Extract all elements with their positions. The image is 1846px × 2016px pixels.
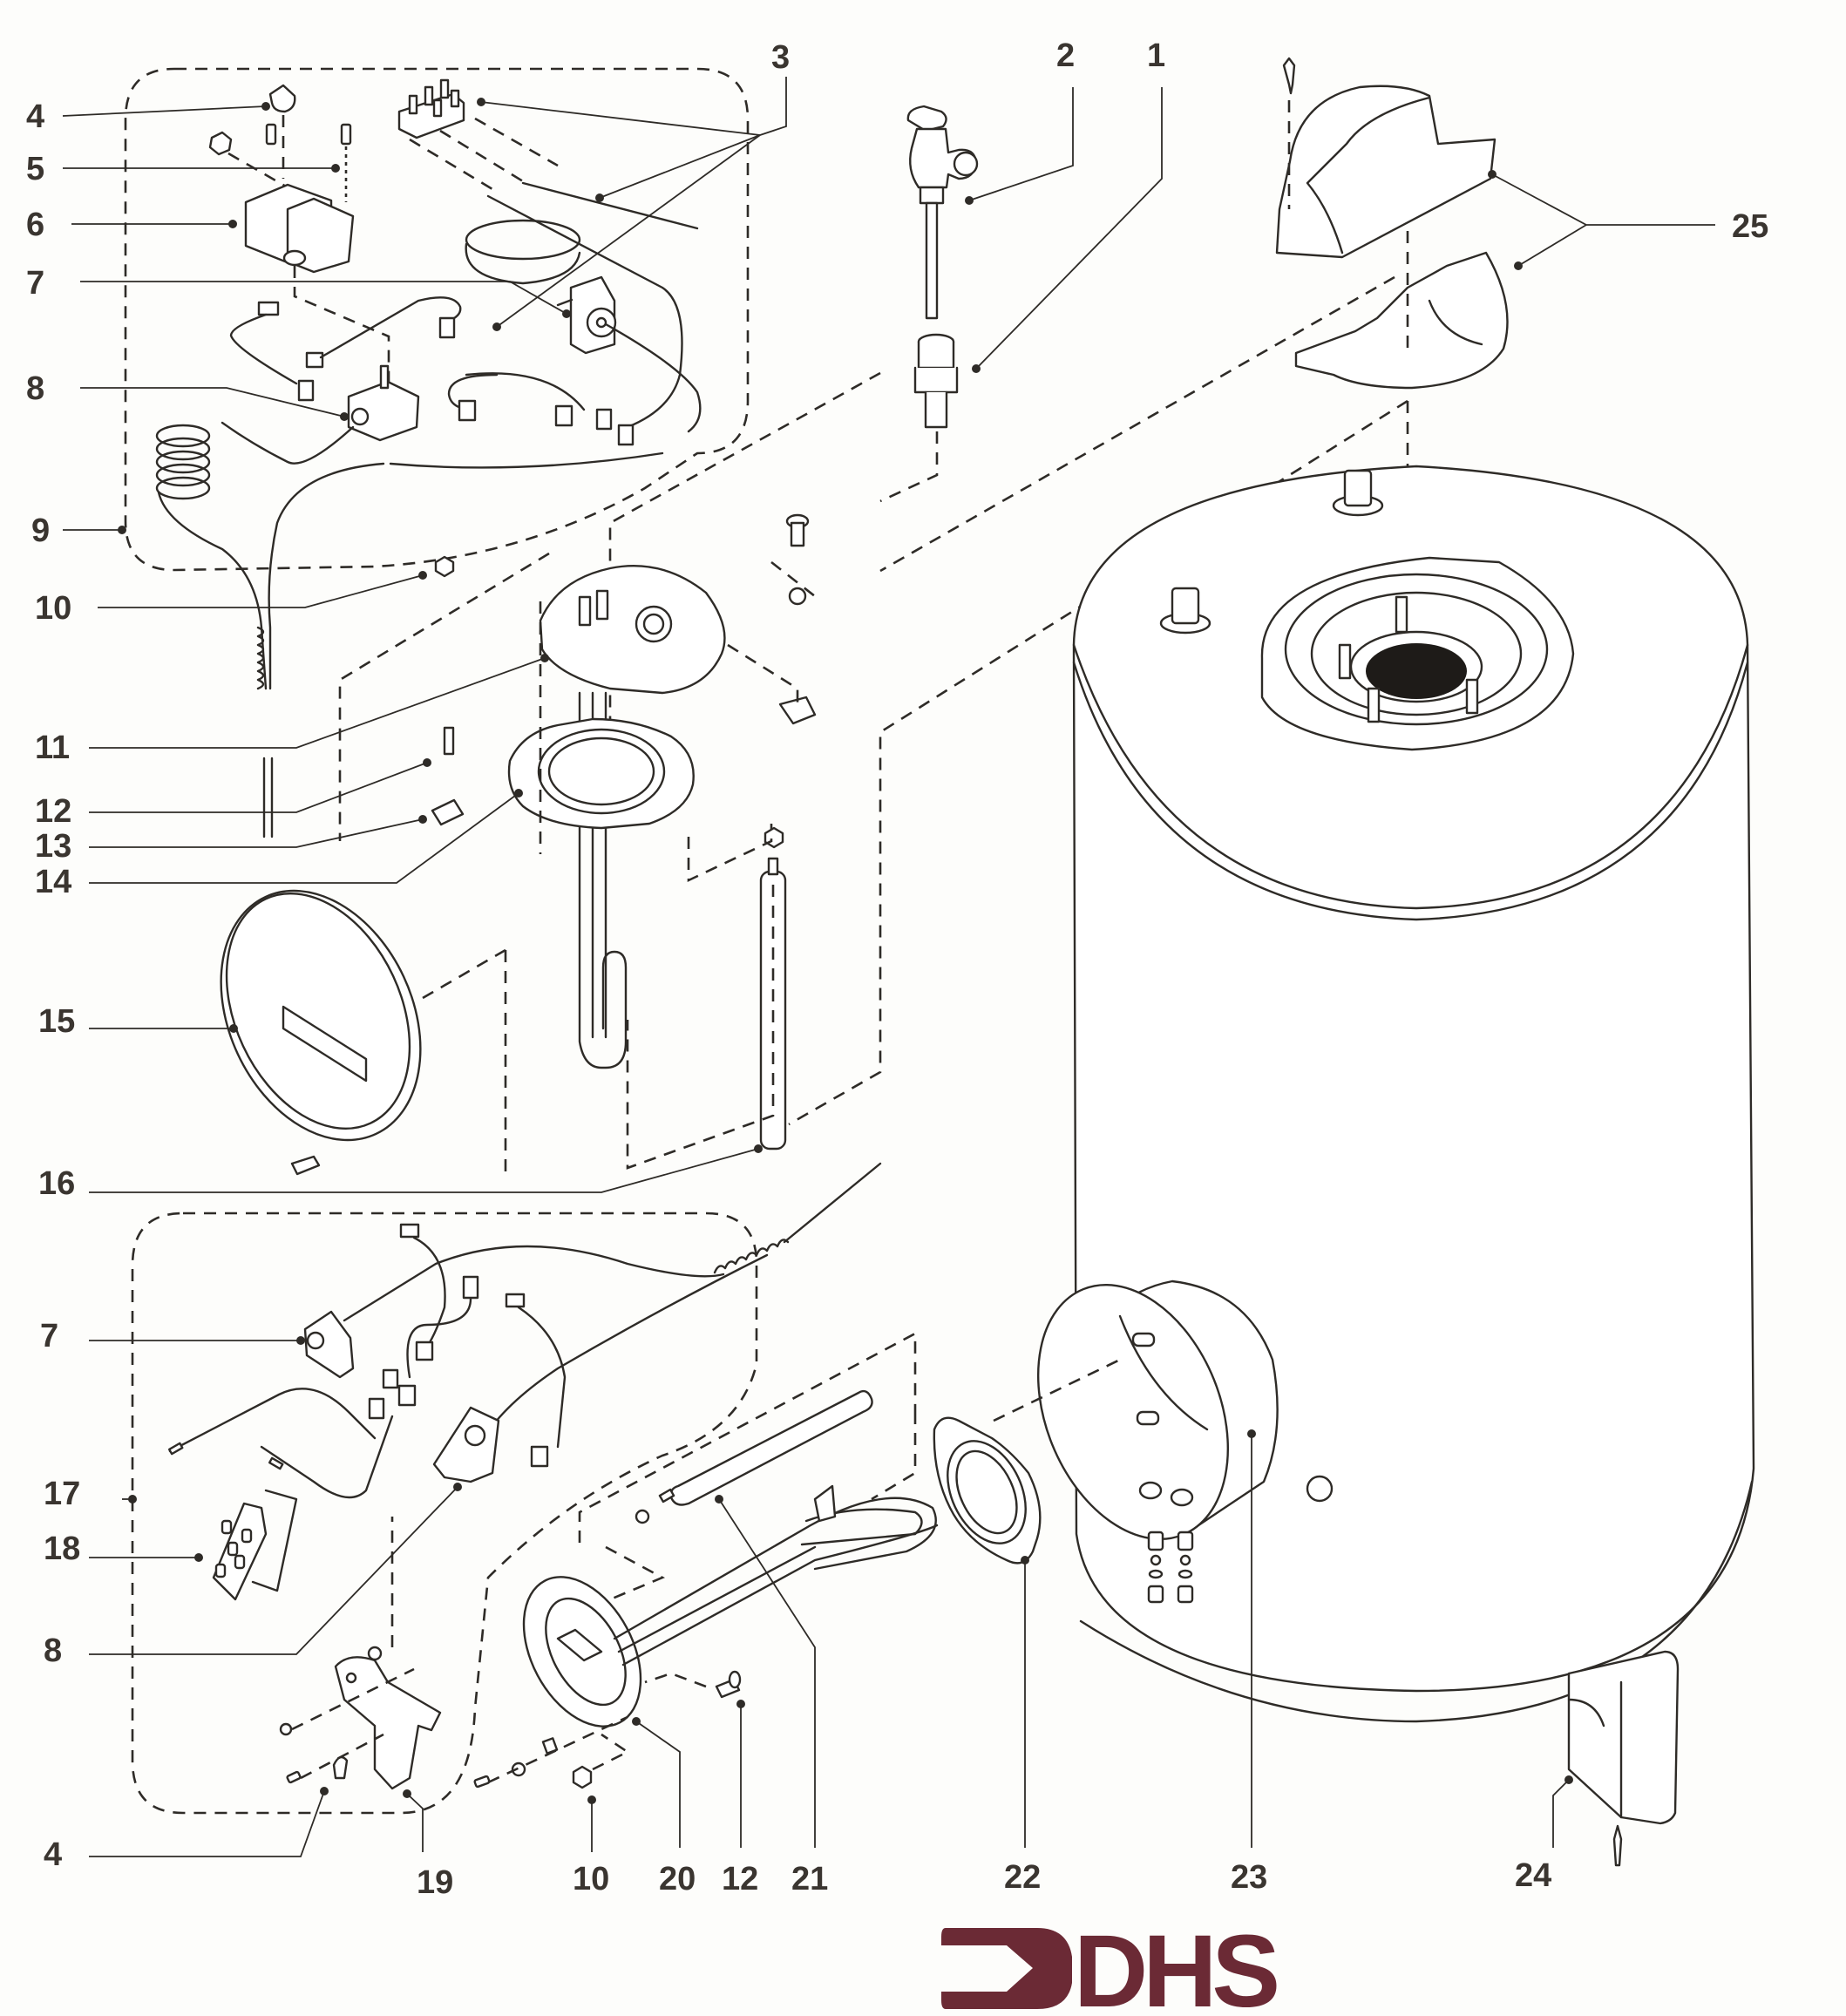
guide-line (687, 824, 773, 883)
anode-rod-part (626, 857, 787, 1170)
wall-bracket-part (1567, 1650, 1680, 1867)
callout-1: 1 (1147, 37, 1165, 74)
connectors (229, 296, 635, 446)
upper-gasket-part (507, 717, 695, 830)
wire-loop (465, 242, 581, 285)
callout-11: 11 (35, 730, 70, 766)
lower-connectors (167, 1223, 567, 1499)
callout-4-top: 4 (26, 98, 44, 135)
callout-7-bottom: 7 (40, 1318, 58, 1354)
tank-fittings (1147, 1531, 1194, 1604)
spring-sleeve (713, 1239, 790, 1274)
callout-3: 3 (771, 39, 790, 76)
probe-lead (389, 451, 664, 469)
callout-13: 13 (35, 828, 71, 865)
guide-line (605, 1545, 666, 1601)
upper-fasteners (431, 513, 817, 849)
lower-thermostat-part (303, 1245, 725, 1379)
callout-10-bottom: 10 (573, 1861, 609, 1897)
callout-2: 2 (1056, 37, 1075, 74)
probe-end (262, 757, 274, 838)
callout-22: 22 (1004, 1859, 1041, 1896)
callout-21: 21 (791, 1861, 828, 1897)
relay-part (244, 183, 390, 410)
callout-7-top: 7 (26, 265, 44, 302)
inlet-fitting-part (879, 333, 959, 503)
thermostat-part (556, 275, 702, 433)
leader-lines (62, 77, 1715, 1857)
callout-8-top: 8 (26, 370, 44, 407)
callout-24: 24 (1515, 1857, 1551, 1894)
callout-12-bottom: 12 (722, 1861, 758, 1897)
upper-control-kit (124, 67, 750, 838)
lower-control-kit (131, 1162, 882, 1815)
lower-element-flange-part (522, 1497, 939, 1728)
dhs-logo-text: DHS (1074, 1914, 1277, 2016)
callout-5: 5 (26, 151, 44, 187)
lower-cutout-part (432, 1406, 500, 1483)
guide-line (879, 275, 1395, 573)
wire (521, 181, 699, 230)
lower-gasket-part (933, 1416, 1042, 1565)
callout-15: 15 (38, 1003, 75, 1040)
callout-23: 23 (1231, 1859, 1267, 1896)
callout-17: 17 (44, 1476, 80, 1512)
upper-kit-boundary (124, 67, 750, 572)
callout-8-bottom: 8 (44, 1632, 62, 1669)
lower-kit-boundary (131, 1212, 758, 1815)
wire-loop (465, 219, 581, 261)
guide-line (871, 1412, 917, 1501)
callout-16: 16 (38, 1165, 75, 1202)
guide-line (788, 399, 1408, 1126)
guide-line (993, 1358, 1121, 1422)
probe-lead (482, 1253, 769, 1440)
callout-12-left: 12 (35, 793, 71, 830)
guide-line (578, 1331, 917, 1543)
callout-18: 18 (44, 1531, 80, 1567)
callout-6: 6 (26, 207, 44, 243)
lower-terminal-block-part (212, 1489, 298, 1601)
screws-part (208, 123, 352, 202)
bracket-part (279, 1517, 442, 1790)
callout-labels: 4 5 6 7 8 9 10 11 12 13 14 15 16 7 17 18… (26, 37, 1768, 1901)
terminal-block-upper (397, 78, 559, 193)
probe-lead (783, 1162, 882, 1244)
tank-part (1036, 465, 1755, 1723)
probe-lead (268, 462, 385, 690)
callout-4-bottom: 4 (44, 1836, 62, 1873)
dhs-logo: DHS (941, 1914, 1282, 2016)
guide-line (770, 560, 820, 601)
lower-anode-part (635, 1389, 873, 1524)
callout-19: 19 (417, 1864, 453, 1901)
lower-fasteners (473, 1670, 742, 1789)
callout-14: 14 (35, 864, 71, 900)
callout-10-left: 10 (35, 590, 71, 627)
callout-9: 9 (31, 512, 50, 549)
dhs-logo-arrow-icon (941, 1928, 1072, 2009)
thermal-cutout-part (221, 364, 420, 465)
callout-25: 25 (1732, 208, 1768, 245)
guide-line (727, 643, 799, 706)
capillary-coil (155, 424, 268, 690)
cover-part (220, 889, 506, 1176)
upper-element-flange-part (539, 565, 726, 695)
callout-20: 20 (659, 1861, 696, 1897)
relief-valve-part (906, 105, 979, 320)
spring-sleeve (256, 626, 265, 690)
